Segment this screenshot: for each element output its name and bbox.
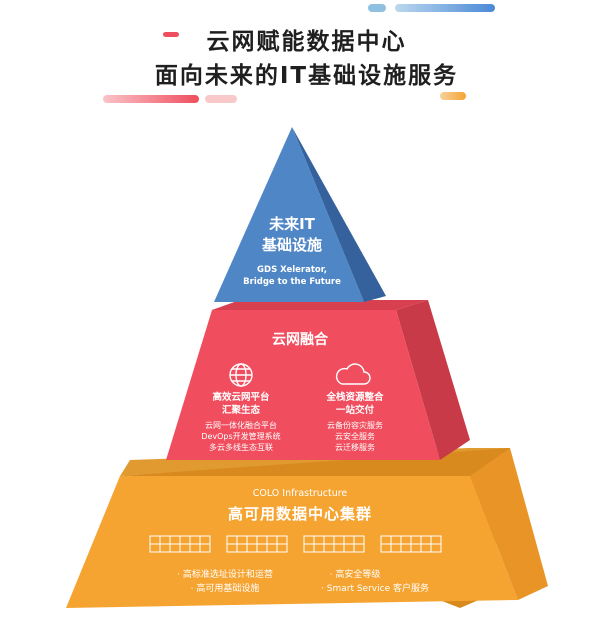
middle-left-heading-line1: 高效云网平台 (212, 392, 270, 403)
header-decoration-bar (103, 95, 199, 103)
header-decoration-bar (368, 4, 386, 12)
bottom-feature: · 高可用基础设施 (190, 584, 260, 594)
bottom-feature: · Smart Service 客户服务 (321, 584, 429, 594)
top-tier-title-line1: 未来IT (269, 215, 315, 233)
bottom-tier-front-face (66, 476, 518, 608)
middle-left-item: 多云多线生态互联 (209, 443, 273, 452)
header-decoration-bar (395, 4, 495, 12)
middle-right-item: 云安全服务 (335, 432, 375, 441)
top-tier-subtitle-line2: Bridge to the Future (243, 277, 341, 287)
middle-tier-title: 云网融合 (272, 332, 328, 348)
page-title-line2: 面向未来的IT基础设施服务 (154, 63, 459, 89)
top-tier-side-face (292, 127, 386, 302)
middle-tier-top-face (212, 300, 428, 310)
header-decoration-bar (440, 92, 466, 100)
top-tier-title-line2: 基础设施 (261, 236, 322, 254)
bottom-tier-title: 高可用数据中心集群 (227, 505, 372, 523)
middle-left-item: DevOps开发管理系统 (201, 432, 281, 441)
middle-tier-front-face (166, 310, 440, 460)
middle-left-heading-line2: 汇聚生态 (221, 405, 260, 416)
bottom-feature: · 高标准选址设计和运营 (177, 570, 273, 580)
top-tier-front-face (214, 127, 364, 302)
server-rack-icon (149, 535, 211, 553)
server-rack-icon (226, 535, 288, 553)
middle-right-item: 云备份容灾服务 (327, 421, 383, 430)
server-rack-icon (380, 535, 442, 553)
globe-icon (229, 363, 253, 387)
cloud-icon (335, 363, 371, 385)
middle-left-item: 云网一体化融合平台 (205, 421, 277, 430)
middle-right-heading-line1: 全栈资源整合 (326, 392, 384, 403)
server-rack-icon (303, 535, 365, 553)
middle-right-heading-line2: 一站交付 (335, 405, 374, 416)
page-title-line1: 云网赋能数据中心 (206, 29, 407, 55)
middle-right-item: 云迁移服务 (335, 443, 375, 452)
header-decoration-bar (205, 95, 237, 103)
bottom-tier-subtitle: COLO Infrastructure (252, 488, 348, 499)
middle-tier-side-face (396, 300, 470, 460)
bottom-tier-side-face (470, 448, 548, 600)
bottom-feature: · 高安全等级 (329, 570, 381, 580)
top-tier-subtitle-line1: GDS Xelerator, (257, 265, 327, 275)
header-decoration-bar (163, 32, 179, 37)
